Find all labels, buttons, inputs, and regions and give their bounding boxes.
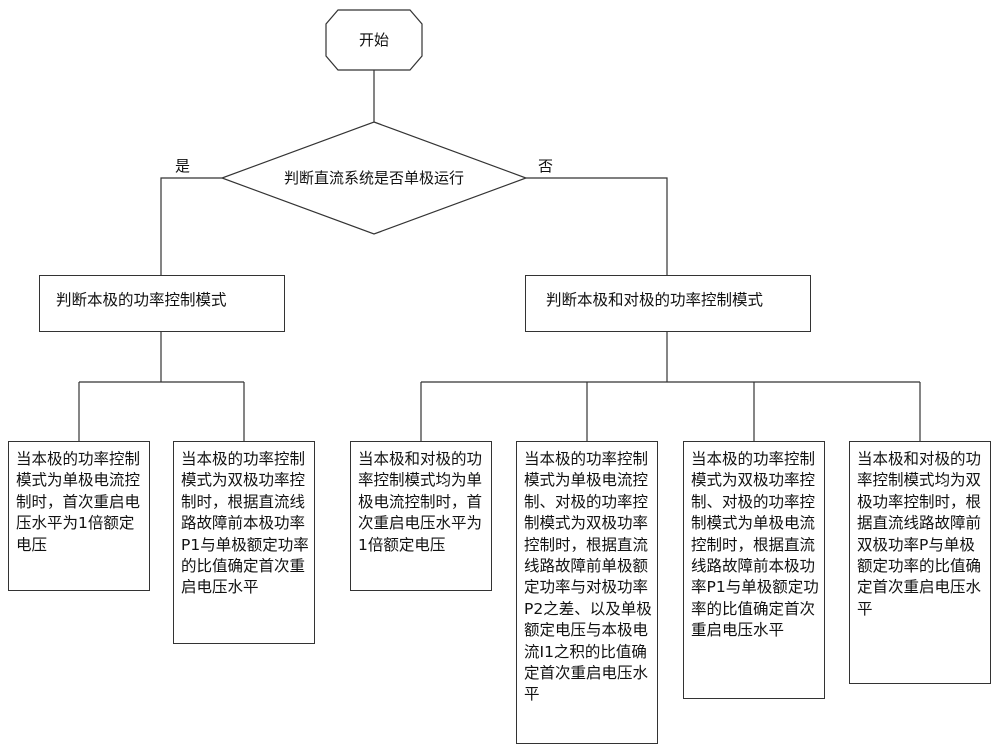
outcome-box-5: 当本极的功率控制模式为双极功率控制、对极的功率控制模式为单极电流控制时，根据直流…	[683, 441, 825, 699]
decision-label: 判断直流系统是否单极运行	[283, 169, 464, 187]
start-terminal-label: 开始	[358, 31, 389, 49]
outcome-box-1: 当本极的功率控制模式为单极电流控制时，首次重启电压水平为1倍额定电压	[8, 441, 150, 591]
connector-yes-branch	[160, 177, 222, 275]
right-mode-box: 判断本极和对极的功率控制模式	[525, 275, 811, 332]
connector-no-branch	[526, 177, 668, 275]
yes-branch-label: 是	[175, 157, 191, 175]
outcome-box-2: 当本极的功率控制模式为双极功率控制时，根据直流线路故障前本极功率P1与单极额定功…	[173, 441, 315, 644]
outcome-box-4: 当本极的功率控制模式为单极电流控制、对极的功率控制模式为双极功率控制时，根据直流…	[516, 441, 658, 744]
outcome-box-6: 当本极和对极的功率控制模式均为双极功率控制时，根据直流线路故障前双极功率P与单极…	[849, 441, 991, 684]
no-branch-label: 否	[538, 157, 554, 175]
decision-diamond-shape	[220, 121, 528, 235]
start-terminal-shape	[325, 9, 423, 71]
outcome-box-3: 当本极和对极的功率控制模式均为单极电流控制时，首次重启电压水平为1倍额定电压	[350, 441, 492, 591]
left-mode-box: 判断本极的功率控制模式	[39, 275, 285, 332]
